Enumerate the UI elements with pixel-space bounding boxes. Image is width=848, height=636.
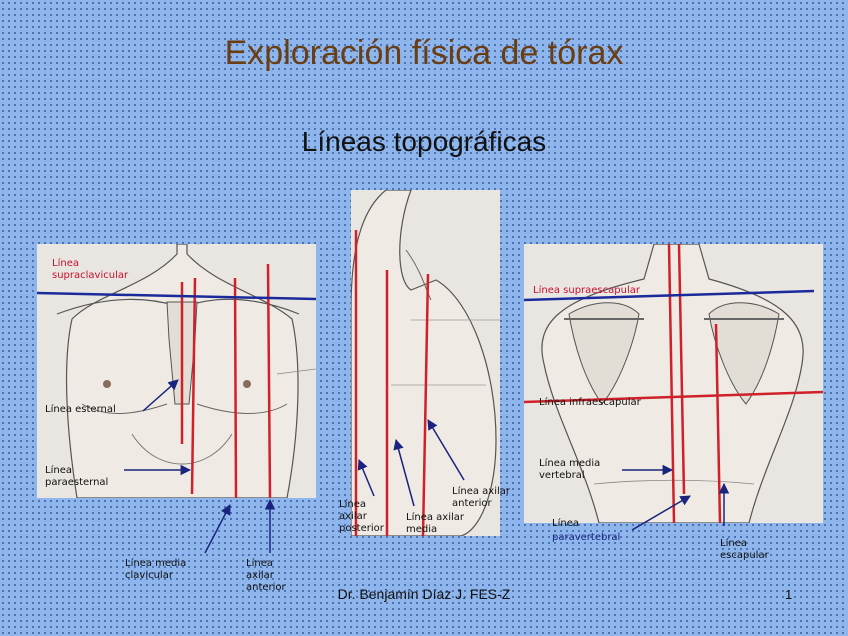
side-torso-image — [351, 190, 500, 536]
slide-footer: Dr. Benjamín Díaz J. FES-Z — [337, 586, 511, 602]
label-infraescapular: Línea infraescapular — [539, 397, 641, 408]
label-paravertebral-line2: paravertebral — [552, 532, 621, 543]
label-media-vertebral: Línea media vertebral — [539, 458, 601, 481]
anterior-axillary-line-side — [421, 273, 430, 536]
front-torso-drawing — [37, 244, 316, 498]
supraclavicular-line — [37, 291, 316, 301]
media-clavicular-arrow — [204, 504, 231, 554]
label-axilar-posterior: Línea axilar posterior — [339, 499, 384, 534]
paravertebral-line — [667, 244, 676, 523]
label-escapular: Línea escapular — [720, 538, 769, 561]
label-axilar-media: Línea axilar media — [406, 512, 464, 535]
midclavicular-line — [233, 277, 238, 498]
label-supraescapular: Línea supraescapular — [533, 285, 640, 296]
suprascapular-line — [524, 289, 815, 302]
label-paraesternal: Línea paraesternal — [45, 465, 109, 488]
front-torso-image — [37, 244, 316, 498]
slide-title: Exploración física de tórax — [224, 34, 624, 72]
infrascapular-line — [524, 390, 823, 404]
label-media-clavicular: Línea media clavicular — [125, 558, 187, 581]
side-torso-drawing — [351, 190, 500, 536]
back-torso-drawing — [524, 244, 823, 523]
mid-vertebral-line — [677, 244, 686, 495]
label-axilar-anterior-side: Línea axilar anterior — [452, 486, 510, 509]
label-supraclavicular: Línea supraclavicular — [52, 258, 129, 281]
label-esternal: Línea esternal — [45, 404, 116, 415]
back-torso-image — [524, 244, 823, 523]
parasternal-line — [190, 277, 197, 495]
label-axilar-anterior-front: Línea axilar anterior — [246, 558, 286, 593]
page-number: 1 — [785, 587, 793, 602]
label-paravertebral-line1: Línea — [552, 518, 579, 529]
slide-subtitle: Líneas topográficas — [301, 126, 547, 157]
anterior-axillary-line-front — [266, 263, 272, 498]
